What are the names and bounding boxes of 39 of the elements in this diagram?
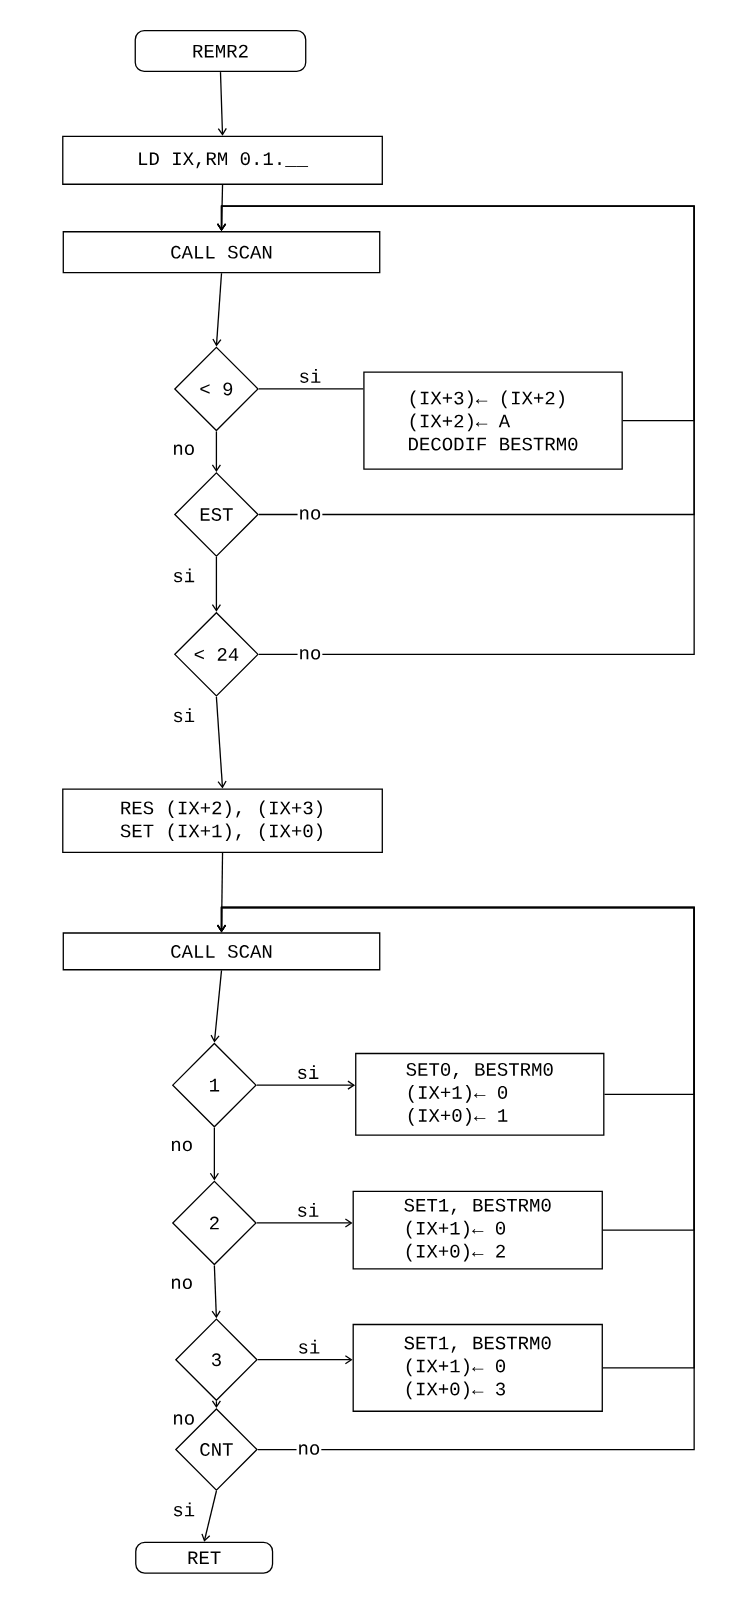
edge-label: si <box>298 1202 319 1217</box>
edge-label: si <box>173 568 195 583</box>
terminal-box: RET <box>135 1541 274 1574</box>
edge-label: no <box>296 1443 322 1456</box>
process-box: SET1, BESTRM0 (IX+1)← 0 (IX+0)← 2 <box>352 1190 603 1270</box>
arrow <box>256 1218 353 1228</box>
edge-label: si <box>173 1502 195 1517</box>
edge-label: no <box>174 1414 194 1425</box>
arrow <box>217 71 227 136</box>
arrow <box>201 1490 218 1542</box>
edge-label: si <box>298 1065 319 1080</box>
arrow <box>211 430 222 472</box>
process-box: LD IX,RM 0.1.__ <box>62 135 383 185</box>
arrow <box>216 205 695 655</box>
arrow <box>209 1127 219 1181</box>
arrow <box>216 906 695 1451</box>
arrow <box>215 696 227 789</box>
arrow <box>256 1080 356 1090</box>
process-box: CALL SCAN <box>62 932 381 971</box>
process-box: CALL SCAN <box>62 231 381 274</box>
edge-label: no <box>171 1140 192 1152</box>
edge-label: no <box>171 1278 192 1289</box>
arrow <box>211 556 222 612</box>
process-box: RES (IX+2), (IX+3) SET (IX+1), (IX+0) <box>62 788 383 854</box>
arrow <box>212 272 223 347</box>
edge-label: no <box>297 648 323 661</box>
arrow <box>257 1355 353 1365</box>
terminal-box: REMR2 <box>134 30 307 73</box>
edge-label: si <box>300 368 321 383</box>
arrow <box>210 969 223 1043</box>
edge-label: si <box>299 1339 320 1354</box>
arrow <box>211 1264 221 1319</box>
process-box: SET0, BESTRM0 (IX+1)← 0 (IX+0)← 1 <box>355 1052 605 1136</box>
process-box: SET1, BESTRM0 (IX+1)← 0 (IX+0)← 3 <box>352 1323 603 1412</box>
arrow <box>211 1400 222 1409</box>
process-box: (IX+3)← (IX+2) (IX+2)← A DECODIF BESTRM0 <box>363 371 623 470</box>
edge-label: no <box>297 508 323 521</box>
edge-label: si <box>173 708 195 723</box>
edge-label: no <box>174 444 194 455</box>
